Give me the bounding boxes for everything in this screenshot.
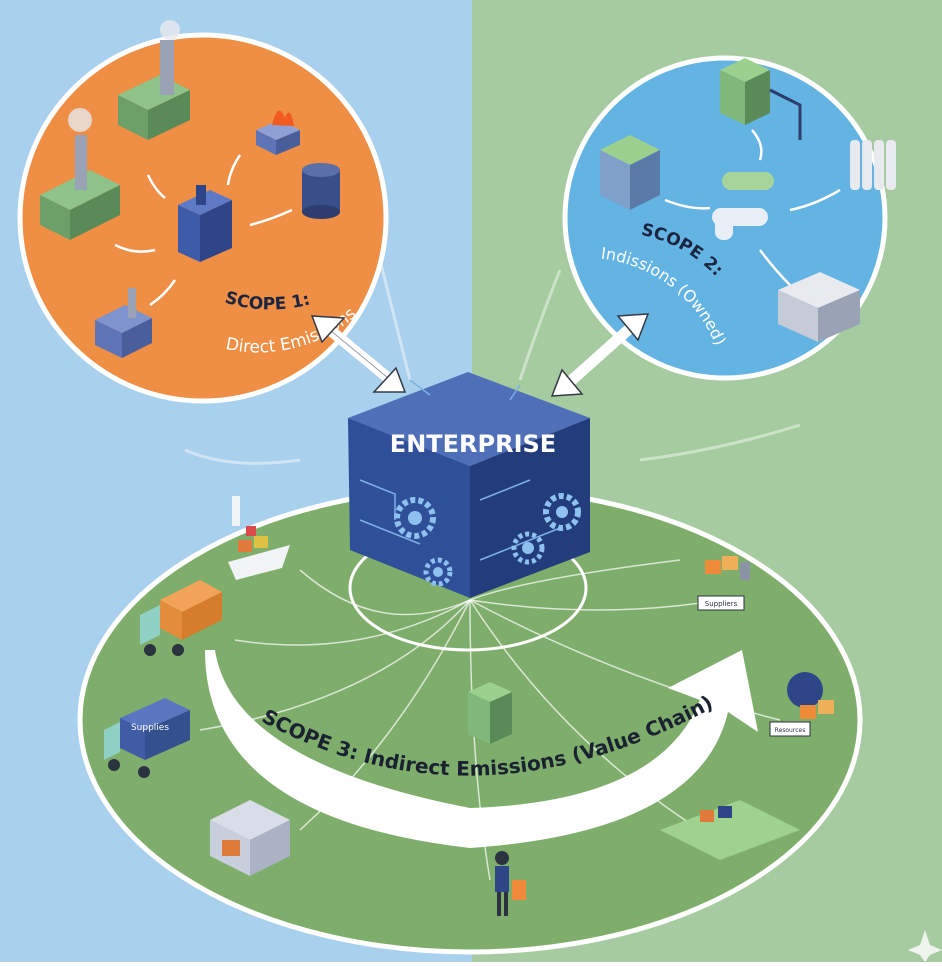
flow-arrows xyxy=(114,154,293,307)
person-icon xyxy=(495,851,526,916)
scope1-enterprise-arrow xyxy=(310,315,407,393)
factory-icon xyxy=(95,288,152,358)
oil-barrel-icon xyxy=(302,163,340,219)
distributor-sign: Resources xyxy=(775,727,806,734)
office-building-icon xyxy=(468,682,512,744)
cube-top xyxy=(348,372,590,466)
cube-side xyxy=(470,418,590,598)
warehouse-icon xyxy=(778,272,860,342)
distributor-icon: Resources xyxy=(769,672,834,737)
ship-icon xyxy=(228,496,290,580)
gear-icon xyxy=(511,531,545,565)
supplier-depot-icon: Suppliers xyxy=(697,556,750,611)
factory-icon xyxy=(118,20,190,140)
supplier-sign: Suppliers xyxy=(705,600,738,608)
power-plant-icon xyxy=(720,58,802,140)
enterprise-label: ENTERPRISE xyxy=(390,430,556,458)
factory-icon xyxy=(178,185,232,262)
scope2-enterprise-arrow xyxy=(550,313,650,397)
factory-icon xyxy=(40,108,120,240)
warehouse-icon xyxy=(210,800,290,876)
scope2-region: SCOPE 2: Indissions (Owned) xyxy=(562,55,896,381)
circuit-lines xyxy=(359,379,561,561)
field-icon xyxy=(660,800,800,860)
radiator-icon xyxy=(850,140,896,190)
truck-icon xyxy=(140,580,222,656)
sparkle-icon xyxy=(908,930,942,962)
gear-icon xyxy=(394,497,436,539)
enterprise-cube: ENTERPRISE xyxy=(348,372,590,598)
flow-arrows xyxy=(664,129,841,286)
fire-icon xyxy=(256,110,300,155)
gear-icon xyxy=(543,493,581,531)
cube-front xyxy=(348,418,470,598)
supplies-truck-icon: Supplies xyxy=(104,698,190,778)
pipe-icon xyxy=(712,172,774,240)
background-flow-arrows xyxy=(184,259,801,465)
gear-icon xyxy=(423,557,453,587)
building-icon xyxy=(600,135,660,210)
truck-side-badge: Supplies xyxy=(131,723,169,733)
